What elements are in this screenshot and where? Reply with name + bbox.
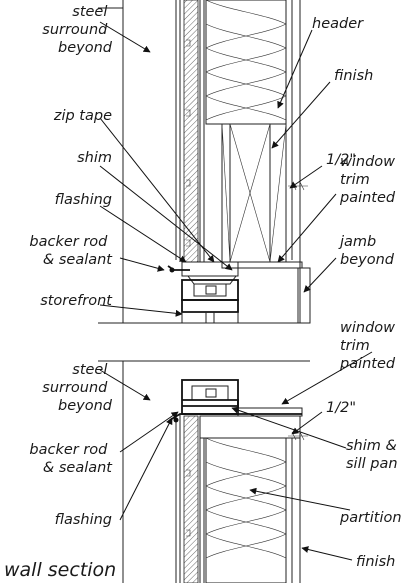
label-steel-surround-bottom: steel surround beyond [42, 362, 113, 414]
label-flashing-top: flashing [55, 192, 112, 208]
right-labels: header finish 1/2" window window trim pa… [312, 16, 402, 570]
bottom-wall-assembly [98, 360, 310, 583]
label-backer-rod-top: backer rod & sealant [29, 234, 113, 268]
leader-lines [99, 21, 373, 561]
label-half-inch-bottom: 1/2" [326, 400, 356, 416]
label-zip-tape: zip tape [53, 108, 112, 124]
label-window-trim-bottom: window trim painted [339, 320, 400, 372]
label-shim-sill-pan: shim & sill pan [346, 438, 401, 472]
label-finish-bottom: finish [356, 554, 395, 570]
label-backer-rod-bottom: backer rod & sealant [29, 442, 113, 476]
label-half-inch-top: 1/2" [326, 152, 356, 168]
drawing-title: wall section [4, 559, 116, 581]
label-jamb: jamb beyond [338, 234, 395, 268]
top-wall-assembly [98, 0, 311, 324]
left-labels: steel surround beyond zip tape shim flas… [4, 4, 116, 581]
label-header: header [312, 16, 364, 32]
label-finish-top: finish [334, 68, 373, 84]
label-shim: shim [77, 150, 112, 166]
label-storefront: storefront [40, 293, 113, 309]
label-window-trim-top-lines: window trim painted [339, 154, 400, 206]
label-flashing-bottom: flashing [55, 512, 112, 528]
label-steel-surround-top: steel surround beyond [42, 4, 113, 56]
label-partition: partition [339, 510, 402, 526]
